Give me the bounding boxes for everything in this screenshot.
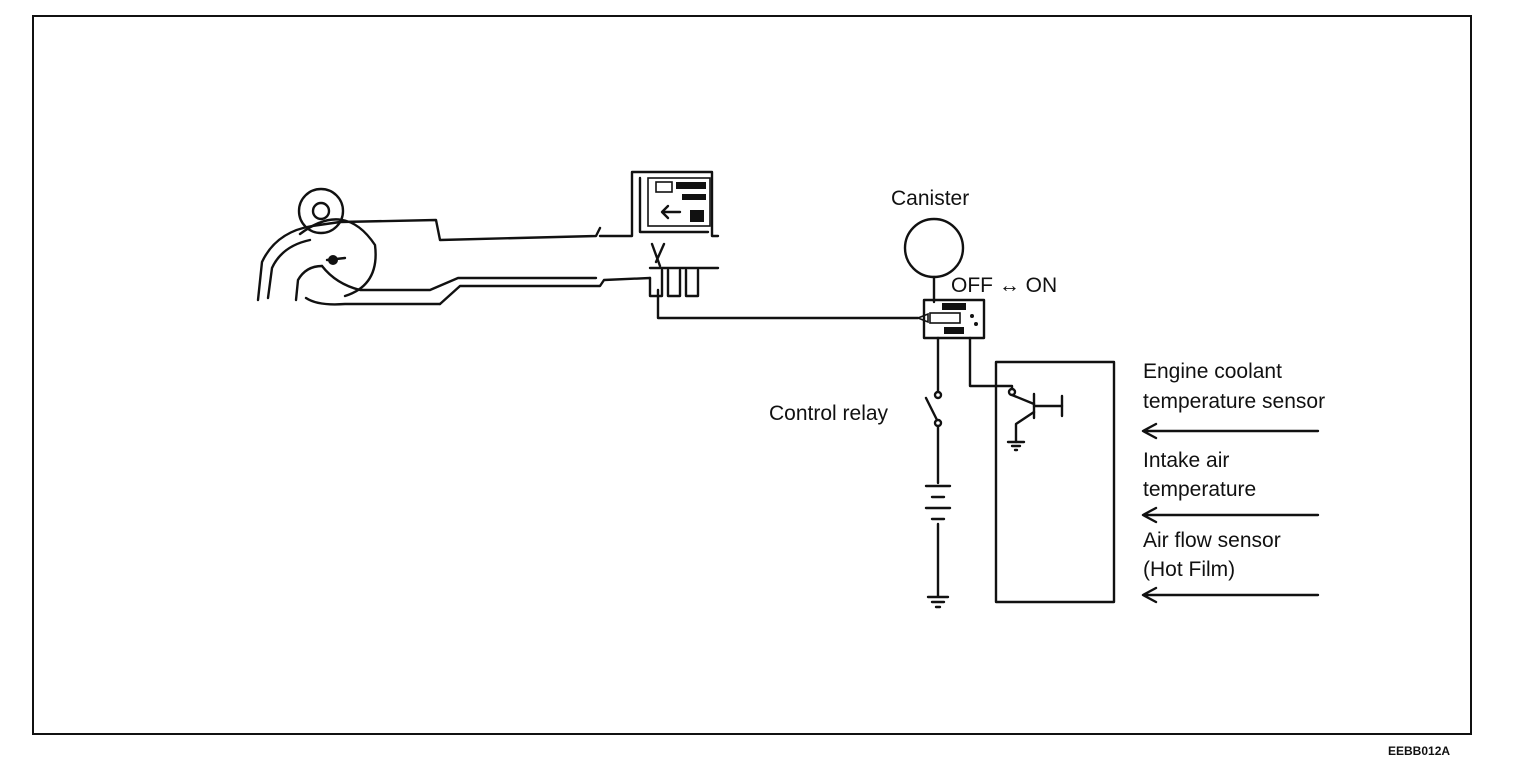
- figure-code: EEBB012A: [1388, 744, 1451, 758]
- relay-circuit: [924, 336, 952, 609]
- air-flow-sensor-label-line-1: Air flow sensor: [1143, 529, 1281, 552]
- ecu-control-wire: [968, 336, 1014, 394]
- control-relay-label: Control relay: [769, 402, 889, 425]
- intake-manifold: [256, 170, 720, 306]
- input-arrow-intake-air: [1141, 506, 1320, 524]
- ecu-box: [994, 360, 1116, 604]
- coolant-sensor-label-line-2: temperature sensor: [1143, 390, 1326, 413]
- input-arrow-air-flow: [1141, 586, 1320, 604]
- driver-transistor: [1006, 387, 1064, 452]
- air-flow-sensor-label-line-2: (Hot Film): [1143, 558, 1236, 581]
- switch-state-label: OFF ↔ ON: [951, 274, 1058, 297]
- canister-label: Canister: [891, 187, 970, 210]
- purge-hose: [656, 288, 920, 320]
- throttle-detail: [325, 177, 711, 265]
- input-arrow-coolant: [1141, 422, 1320, 440]
- coolant-sensor-label-line-1: Engine coolant: [1143, 360, 1282, 383]
- intake-air-label-line-2: temperature: [1143, 478, 1257, 501]
- intake-air-label-line-1: Intake air: [1143, 449, 1230, 472]
- canister-symbol: [903, 217, 965, 279]
- purge-control-solenoid: [915, 298, 986, 340]
- diagram-frame: [32, 15, 1472, 735]
